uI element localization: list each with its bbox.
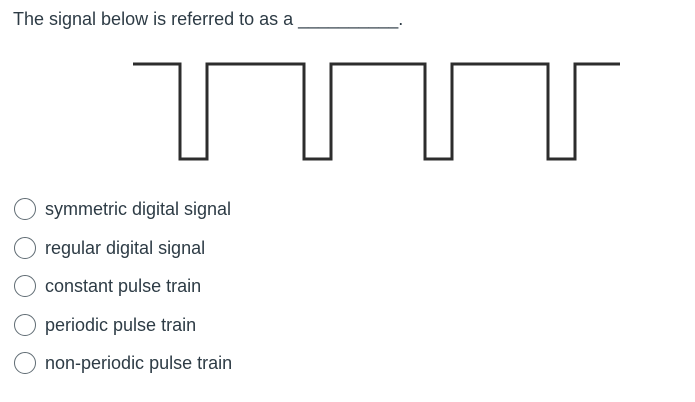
option-periodic-pulse-train[interactable]: periodic pulse train bbox=[14, 306, 232, 345]
radio-button[interactable] bbox=[14, 313, 36, 336]
question-prompt: The signal below is referred to as a ___… bbox=[13, 9, 404, 29]
option-label: regular digital signal bbox=[45, 237, 206, 258]
option-label: constant pulse train bbox=[45, 276, 202, 297]
option-label: periodic pulse train bbox=[45, 314, 197, 335]
option-label: non-periodic pulse train bbox=[45, 353, 233, 374]
radio-button[interactable] bbox=[14, 236, 36, 259]
answer-options: symmetric digital signal regular digital… bbox=[14, 190, 232, 383]
option-symmetric-digital-signal[interactable]: symmetric digital signal bbox=[14, 190, 232, 229]
pulse-waveform bbox=[133, 62, 620, 161]
radio-button[interactable] bbox=[14, 352, 36, 375]
radio-button[interactable] bbox=[14, 198, 36, 221]
option-label: symmetric digital signal bbox=[45, 199, 232, 220]
option-regular-digital-signal[interactable]: regular digital signal bbox=[14, 229, 232, 268]
option-constant-pulse-train[interactable]: constant pulse train bbox=[14, 267, 232, 306]
radio-button[interactable] bbox=[14, 275, 36, 298]
option-non-periodic-pulse-train[interactable]: non-periodic pulse train bbox=[14, 344, 232, 383]
